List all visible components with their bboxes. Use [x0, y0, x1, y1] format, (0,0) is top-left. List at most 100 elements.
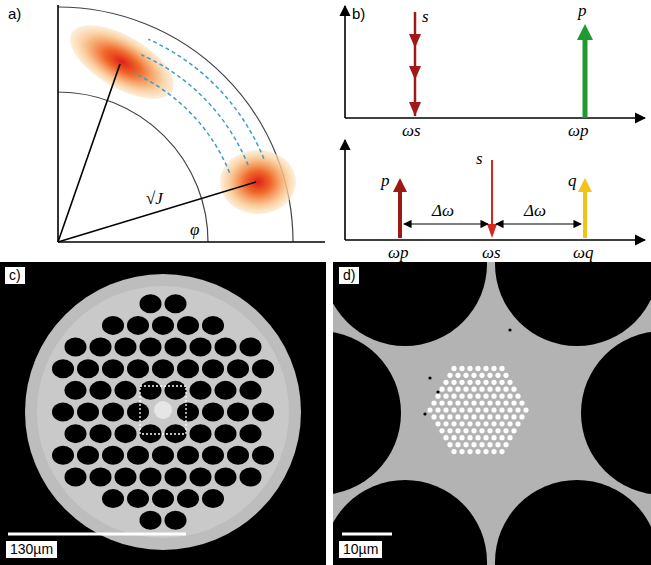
lattice-dot [459, 394, 464, 399]
lattice-dot [499, 421, 504, 426]
air-hole [127, 316, 149, 335]
air-hole [240, 467, 262, 486]
large-hole [495, 480, 651, 565]
large-hole [581, 331, 651, 495]
axis [58, 241, 325, 243]
lattice-dot [447, 387, 452, 392]
lattice-dot [443, 380, 448, 385]
spacing-arrow [496, 223, 581, 224]
air-hole [140, 338, 162, 357]
lattice-dot [507, 421, 512, 426]
lattice-dot [463, 387, 468, 392]
lattice-dot [451, 407, 456, 412]
lattice-dot [439, 400, 444, 405]
air-hole [177, 316, 199, 335]
lattice-dot [471, 428, 476, 433]
lattice-dot [463, 373, 468, 378]
air-hole [202, 446, 224, 465]
air-hole [227, 403, 249, 422]
angle-label: φ [190, 221, 199, 240]
air-hole [90, 467, 112, 486]
lattice-dot [483, 449, 488, 454]
panel-letter: c) [5, 267, 25, 284]
air-hole [202, 316, 224, 335]
fiber-core [154, 401, 172, 419]
lattice-dot [451, 394, 456, 399]
lattice-dot [511, 387, 516, 392]
lattice-dot [503, 400, 508, 405]
frequency-label: ωs [482, 244, 501, 263]
air-hole [140, 467, 162, 486]
air-hole [65, 381, 87, 400]
lattice-dot [487, 442, 492, 447]
lattice-dot [475, 449, 480, 454]
air-hole [102, 359, 124, 378]
air-hole [140, 511, 162, 530]
axis [345, 117, 645, 119]
lattice-dot [431, 414, 436, 419]
lattice-dot [499, 380, 504, 385]
air-hole [77, 359, 99, 378]
air-hole [127, 446, 149, 465]
air-hole [90, 338, 112, 357]
lattice-dot [491, 394, 496, 399]
panel-letter: a) [8, 6, 21, 23]
arrowhead [578, 178, 592, 192]
lattice-dot [495, 428, 500, 433]
arrowhead [487, 224, 497, 238]
lattice-dot [467, 421, 472, 426]
air-hole [227, 359, 249, 378]
pump-arrow [583, 38, 588, 118]
lattice-dot [463, 414, 468, 419]
air-hole [252, 403, 274, 422]
air-hole [152, 446, 174, 465]
lattice-dot [471, 414, 476, 419]
air-hole [52, 403, 74, 422]
axis [344, 140, 346, 240]
air-hole [152, 489, 174, 508]
lattice-dot [447, 414, 452, 419]
lattice-dot [495, 442, 500, 447]
air-hole [165, 511, 187, 530]
lattice-dot [455, 400, 460, 405]
lattice-dot [491, 407, 496, 412]
radius-line [58, 64, 120, 242]
air-hole [177, 489, 199, 508]
radius-label: √J [146, 190, 163, 209]
signal-arrow [414, 12, 417, 116]
air-hole [127, 359, 149, 378]
lattice-dot [447, 373, 452, 378]
lattice-dot [479, 400, 484, 405]
fiber-inner [37, 286, 289, 538]
lattice-dot [451, 366, 456, 371]
lattice-dot [479, 428, 484, 433]
speck [436, 390, 439, 393]
lattice-dot [459, 449, 464, 454]
lattice-dot [483, 435, 488, 440]
spacing-arrow [404, 223, 488, 224]
air-hole [77, 446, 99, 465]
lattice-dot [447, 428, 452, 433]
air-hole [252, 446, 274, 465]
lattice-dot [459, 421, 464, 426]
air-hole [202, 403, 224, 422]
lattice-dot [459, 407, 464, 412]
dashed-arc [141, 55, 248, 165]
signal-arrow [491, 160, 493, 226]
lattice-dot [519, 414, 524, 419]
air-hole [102, 403, 124, 422]
air-hole [177, 359, 199, 378]
lattice-dot [511, 414, 516, 419]
pump-arrow [398, 190, 402, 238]
lattice-dot [467, 407, 472, 412]
air-hole [190, 467, 212, 486]
lattice-dot [471, 400, 476, 405]
lattice-dot [491, 435, 496, 440]
speck [508, 328, 511, 331]
frequency-label: ωp [388, 244, 409, 263]
air-hole [190, 381, 212, 400]
lattice-dot [515, 407, 520, 412]
air-hole [202, 359, 224, 378]
lattice-dot [467, 449, 472, 454]
